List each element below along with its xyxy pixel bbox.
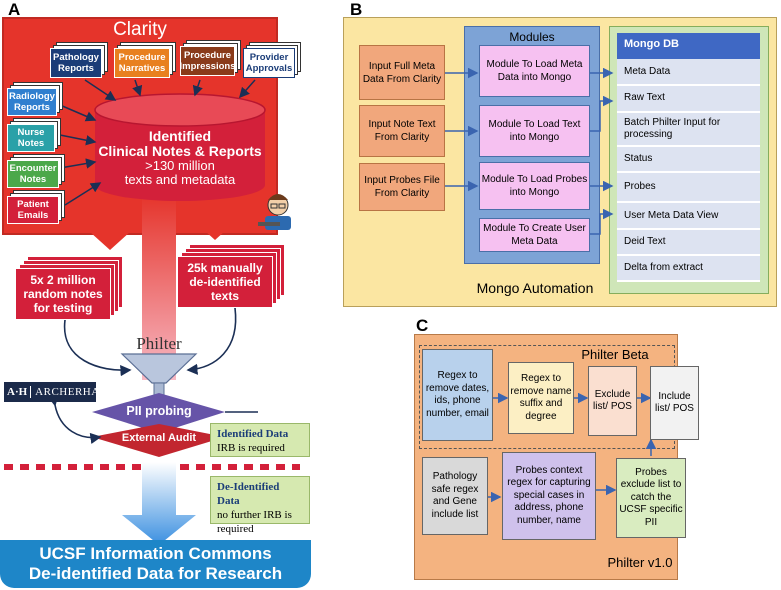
identified-data-note: Identified Data IRB is required <box>210 423 310 457</box>
regex-remove-box: Regex to remove dates, ids, phone number… <box>422 349 493 441</box>
pii-probing-diamond <box>92 393 225 433</box>
mongo-row-meta-data: Meta Data <box>617 59 760 86</box>
module-load-meta: Module To Load Meta Data into Mongo <box>479 45 590 97</box>
arrow-random-to-philter <box>60 309 132 377</box>
arrow-emails <box>64 182 102 206</box>
source-patient-emails: Patient Emails <box>7 196 59 224</box>
archerhall-logo: A·H ArcherHall <box>4 382 114 402</box>
arrow-archerhall-to-audit <box>47 394 102 444</box>
external-audit-diamond <box>92 424 225 457</box>
arrow-manual-to-philter <box>186 297 240 375</box>
mongo-row-user-meta-view: User Meta Data View <box>617 203 760 230</box>
panel-b-letter: B <box>350 0 363 19</box>
input-full-meta: Input Full Meta Data From Clarity <box>359 45 445 100</box>
commons-subtitle: De-identified Data for Research <box>28 564 283 583</box>
archerhall-mark: A·H <box>4 386 32 398</box>
input-probes-file: Input Probes File From Clarity <box>359 163 445 211</box>
source-nurse-notes: Nurse Notes <box>7 124 55 152</box>
pathology-safe-box: Pathology safe regex and Gene include li… <box>422 457 488 535</box>
arrow-nurse <box>59 134 97 146</box>
source-pathology-reports: Pathology Reports <box>50 48 102 78</box>
manual-deid-stack: 25k manually de-identified texts <box>177 256 273 308</box>
arrow-m2 <box>590 95 614 132</box>
philter-beta-title: Philter Beta <box>581 347 649 362</box>
regex-name-box: Regex to remove name suffix and degree <box>508 362 574 434</box>
source-radiology-reports: Radiology Reports <box>7 88 57 116</box>
arrow-encounter <box>59 158 97 169</box>
panel-c-letter: C <box>416 316 429 335</box>
mongo-row-probes: Probes <box>617 173 760 203</box>
panel-a-letter: A <box>8 0 21 19</box>
probes-exclude-box: Probes exclude list to catch the UCSF sp… <box>616 458 686 538</box>
deidentified-data-title: De-Identified Data <box>217 481 280 507</box>
mongo-row-status: Status <box>617 147 760 173</box>
arrow-narratives <box>132 79 143 97</box>
reviewer-person-icon <box>258 194 291 230</box>
db-count: >130 million <box>145 158 215 173</box>
module-user-meta: Module To Create User Meta Data <box>479 218 590 252</box>
source-encounter-notes: Encounter Notes <box>7 160 59 188</box>
philter-v1-title: Philter v1.0 <box>607 555 673 570</box>
identified-data-text: IRB is required <box>217 442 285 454</box>
mongo-db-header: Mongo DB <box>617 33 760 59</box>
philter-label: Philter <box>136 334 182 353</box>
probes-context-box: Probes context regex for capturing speci… <box>502 452 596 540</box>
arrow-pathology <box>84 79 117 101</box>
source-procedure-narratives: Procedure Narratives <box>114 48 170 78</box>
mongo-row-deid-text: Deid Text <box>617 230 760 256</box>
mongo-row-raw-text: Raw Text <box>617 86 760 113</box>
include-list-box: Include list/ POS <box>650 366 699 440</box>
philter-funnel <box>120 353 198 384</box>
deidentified-data-note: De-Identified Data no further IRB is req… <box>210 476 310 535</box>
deidentified-data-text: no further IRB is required <box>217 509 292 535</box>
archerhall-name: ArcherHall <box>35 386 115 398</box>
arrow-approvals <box>239 79 256 99</box>
module-load-text: Module To Load Text into Mongo <box>479 105 590 157</box>
external-audit-label: External Audit <box>121 432 197 444</box>
mongo-automation-label: Mongo Automation <box>476 280 594 296</box>
clarity-title: Clarity <box>113 19 167 40</box>
random-notes-stack: 5x 2 million random notes for testing <box>15 268 111 320</box>
arrow-to-manual-texts <box>195 195 235 240</box>
commons-title: UCSF Information Commons <box>39 544 272 563</box>
source-procedure-impressions: Procedure Impressions <box>180 46 235 76</box>
db-subtitle: texts and metadata <box>124 172 236 187</box>
deid-output-arrow <box>122 462 196 545</box>
input-note-text: Input Note Text From Clarity <box>359 105 445 157</box>
data-flow-shaft <box>142 195 176 380</box>
arrow-to-random-notes <box>90 195 130 250</box>
information-commons-banner: UCSF Information Commons De-identified D… <box>0 540 311 588</box>
arrow-m4 <box>590 208 614 235</box>
arrow-impressions <box>192 79 203 97</box>
module-load-probes: Module To Load Probes into Mongo <box>479 162 590 210</box>
pii-probing-label: PII probing <box>126 404 192 418</box>
source-provider-approvals: Provider Approvals <box>243 48 295 78</box>
db-cylinder-top <box>94 93 266 127</box>
db-title-1: Identified <box>148 128 212 144</box>
mongo-row-batch-input: Batch Philter Input for processing <box>617 113 760 147</box>
db-title-2: Clinical Notes & Reports <box>98 143 262 159</box>
modules-title: Modules <box>509 30 555 44</box>
mongo-row-delta: Delta from extract <box>617 256 760 282</box>
identified-data-title: Identified Data <box>217 428 289 440</box>
exclude-list-box: Exclude list/ POS <box>588 366 637 436</box>
arrow-radiology <box>59 104 97 122</box>
